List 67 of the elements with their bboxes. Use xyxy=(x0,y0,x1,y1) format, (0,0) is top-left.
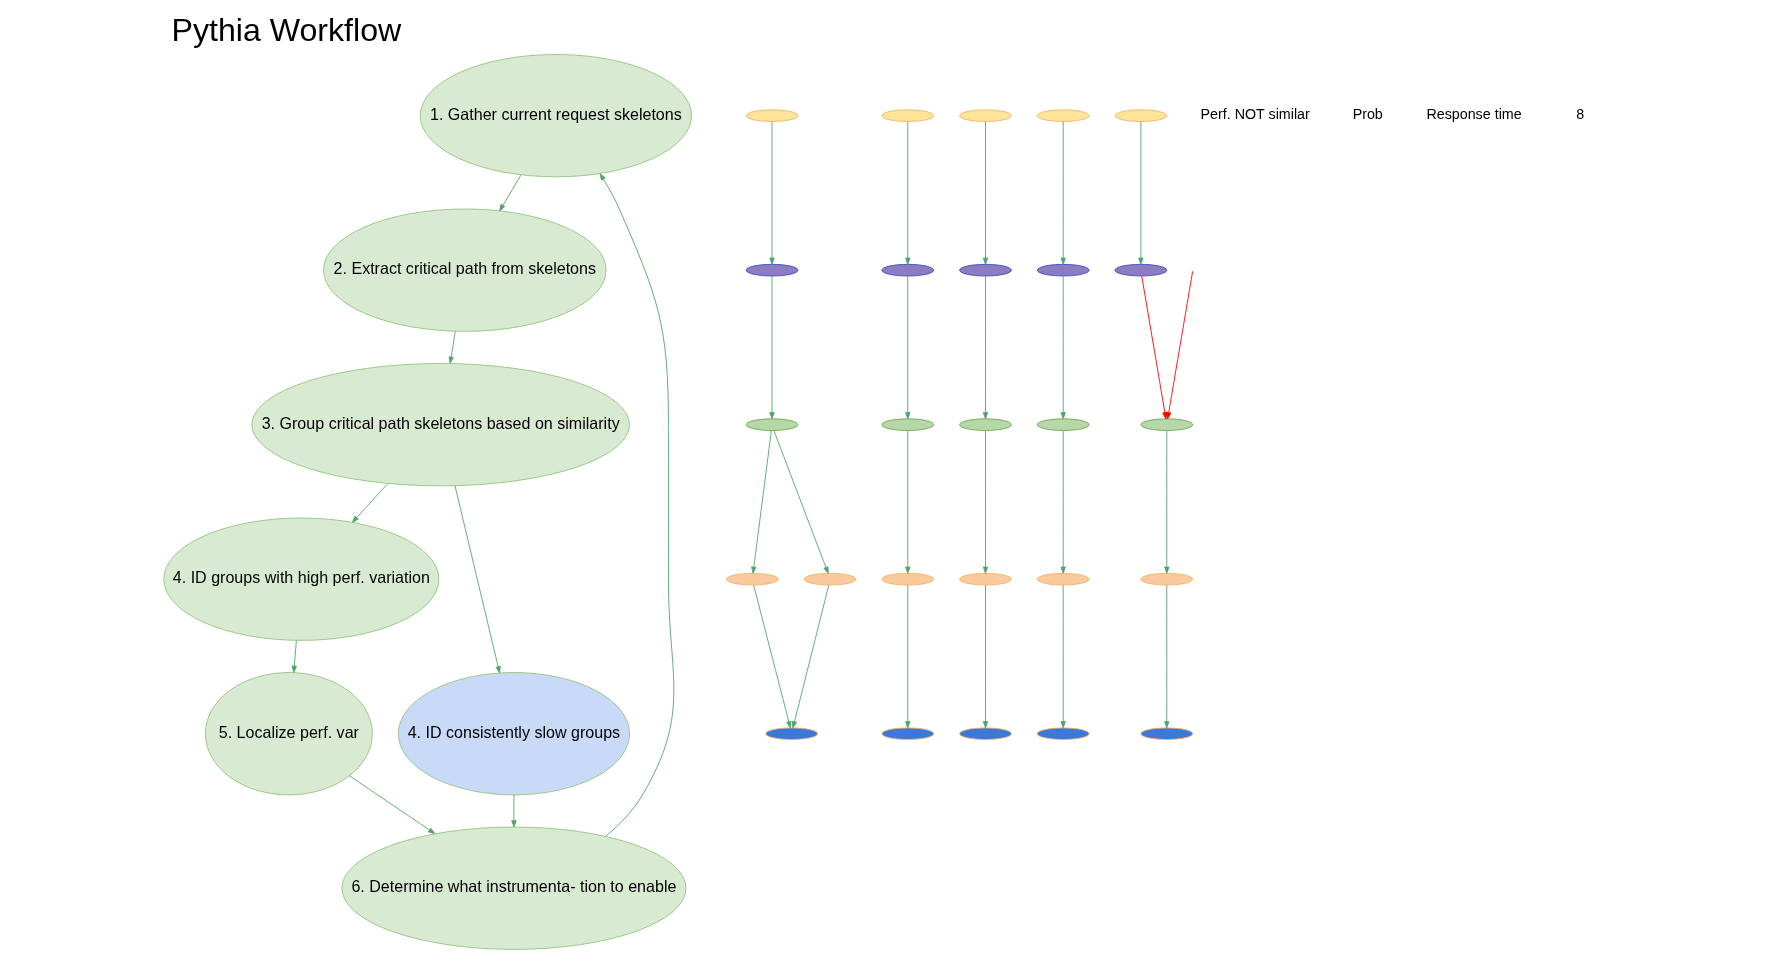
node-ellipse xyxy=(958,572,1012,586)
node-ellipse xyxy=(725,572,779,586)
node-ellipse xyxy=(958,418,1012,431)
node-ellipse xyxy=(880,572,934,586)
arrow xyxy=(1140,275,1171,420)
node-ellipse xyxy=(1114,109,1167,122)
node-ellipse: 3. Group critical path skeletons based on similarity xyxy=(250,363,630,487)
arrow xyxy=(1060,275,1066,420)
node-ellipse xyxy=(1036,109,1090,122)
arrow xyxy=(904,121,910,265)
node-ellipse xyxy=(1139,572,1193,586)
arrow xyxy=(1161,270,1193,420)
arrow xyxy=(904,275,910,420)
node-ellipse xyxy=(958,263,1012,277)
arrow xyxy=(498,174,521,212)
node-ellipse xyxy=(1139,727,1193,740)
node-ellipse xyxy=(880,109,934,122)
node-ellipse: 5. Localize perf. var xyxy=(204,672,373,796)
label: Prob xyxy=(1352,106,1383,123)
node-ellipse xyxy=(764,727,818,740)
node-ellipse xyxy=(880,418,934,431)
arrow xyxy=(768,121,775,265)
node-ellipse xyxy=(958,109,1012,122)
arrow xyxy=(291,640,297,673)
node-ellipse: 1. Gather current request skeletons xyxy=(419,54,692,178)
arrow xyxy=(454,485,501,674)
node-ellipse xyxy=(1139,418,1193,431)
arrow xyxy=(982,584,988,729)
arrow xyxy=(904,430,910,574)
label: Response time xyxy=(1425,106,1522,123)
arrow xyxy=(768,275,775,420)
diagram-title: Pythia Workflow xyxy=(170,11,401,48)
arrow xyxy=(1137,121,1144,265)
node-ellipse xyxy=(880,263,934,277)
arrow xyxy=(1060,430,1066,574)
arrow xyxy=(982,121,988,265)
node-ellipse xyxy=(1036,263,1090,277)
arrow xyxy=(752,584,791,729)
node-ellipse: 2. Extract critical path from skeletons xyxy=(322,208,606,332)
node-ellipse xyxy=(803,572,856,586)
arrow xyxy=(982,430,988,574)
node-ellipse xyxy=(1036,727,1090,740)
node-ellipse xyxy=(1036,572,1090,586)
arrow xyxy=(1060,121,1066,265)
node-ellipse xyxy=(745,109,798,122)
arrow xyxy=(750,430,772,574)
arrow xyxy=(599,173,674,837)
node-ellipse xyxy=(1036,418,1090,431)
arrow xyxy=(448,330,456,364)
node-ellipse xyxy=(880,727,934,740)
arrow xyxy=(773,430,829,574)
arrow xyxy=(904,584,910,729)
arrow xyxy=(1163,584,1169,729)
node-ellipse xyxy=(745,263,798,277)
node-ellipse xyxy=(745,418,798,431)
arrow xyxy=(1060,584,1066,729)
node-ellipse: 4. ID consistently slow groups xyxy=(397,672,630,796)
arrow xyxy=(510,794,517,828)
node-ellipse xyxy=(1114,263,1167,277)
arrow xyxy=(982,275,988,420)
node-ellipse xyxy=(958,727,1012,740)
arrow xyxy=(1163,430,1169,574)
arrow xyxy=(791,584,829,729)
label: Perf. NOT similar xyxy=(1200,106,1310,123)
label: 8 xyxy=(1575,106,1584,123)
arrow xyxy=(348,775,435,835)
arrow xyxy=(351,483,388,523)
